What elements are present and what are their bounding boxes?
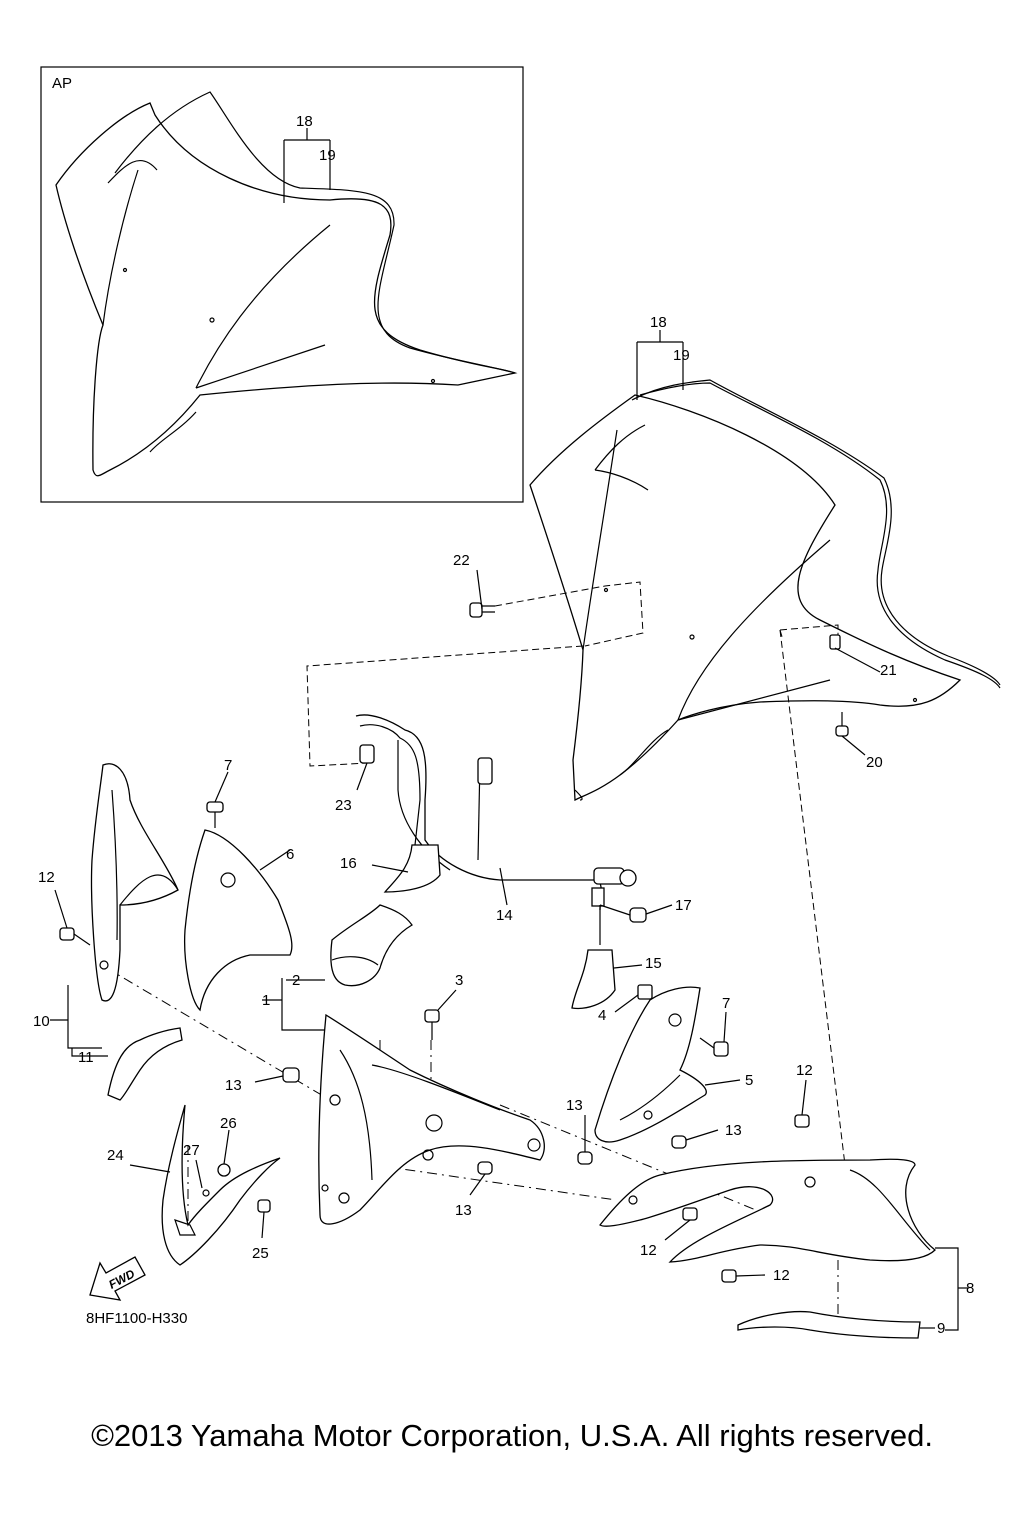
- callout-7-right: 7: [722, 995, 730, 1012]
- bolt-23[interactable]: 23: [335, 744, 375, 814]
- windscreen-assembly: 18 19: [529, 314, 1001, 802]
- callout-20: 20: [866, 754, 883, 771]
- bolt-12-upper-right[interactable]: 12: [794, 1062, 813, 1128]
- callout-16: 16: [340, 855, 357, 872]
- callout-12-lower: 12: [773, 1267, 790, 1284]
- callout-23: 23: [335, 797, 352, 814]
- callout-2: 2: [292, 972, 300, 989]
- callout-19-main: 19: [673, 347, 690, 364]
- screw-7-upper[interactable]: 7: [206, 757, 232, 828]
- collar-13-left[interactable]: 13: [225, 1067, 300, 1094]
- under-cowl-24[interactable]: 24: [107, 1104, 281, 1266]
- callout-13-left: 13: [225, 1077, 242, 1094]
- inset-windscreen[interactable]: [55, 102, 518, 477]
- callout-18-main: 18: [650, 314, 667, 331]
- callout-8: 8: [966, 1280, 974, 1297]
- callout-18: 18: [296, 113, 313, 130]
- bolt-20[interactable]: 20: [835, 712, 883, 771]
- parts-diagram: AP 18 19 18 19: [33, 66, 1001, 1339]
- callout-27: 27: [183, 1142, 200, 1159]
- windscreen[interactable]: [529, 394, 962, 802]
- inset-ap: AP 18 19: [40, 66, 524, 503]
- callout-6: 6: [286, 846, 294, 863]
- panel-2[interactable]: 2: [286, 904, 413, 989]
- screw-27[interactable]: 27: [183, 1142, 203, 1189]
- duct-11[interactable]: 11: [71, 1027, 183, 1101]
- panel-6[interactable]: 6: [184, 829, 295, 1012]
- cowling-1[interactable]: 1: [262, 978, 545, 1225]
- callout-3: 3: [455, 972, 463, 989]
- callout-21: 21: [880, 662, 897, 679]
- callout-22: 22: [453, 552, 470, 569]
- callout-9: 9: [937, 1320, 945, 1337]
- callout-12-left: 12: [38, 869, 55, 886]
- callout-7-upper: 7: [224, 757, 232, 774]
- bolt-21[interactable]: 21: [829, 634, 897, 679]
- callout-1: 1: [262, 992, 270, 1009]
- drawing-code: 8HF1100-H330: [86, 1310, 187, 1327]
- callout-24: 24: [107, 1147, 124, 1164]
- callout-12-upper-right: 12: [796, 1062, 813, 1079]
- bolt-12-mid[interactable]: 12: [640, 1207, 698, 1259]
- bolt-12-lower[interactable]: 12: [721, 1267, 790, 1284]
- callout-11: 11: [78, 1049, 94, 1066]
- screw-3[interactable]: 3: [424, 972, 463, 1040]
- grommet-15[interactable]: 15: [571, 905, 662, 1010]
- callout-12-mid: 12: [640, 1242, 657, 1259]
- callout-14: 14: [496, 907, 513, 924]
- bolt-17[interactable]: 17: [599, 897, 692, 923]
- callout-17: 17: [675, 897, 692, 914]
- callout-4: 4: [598, 1007, 606, 1024]
- trim-strip-9[interactable]: 9: [737, 1310, 945, 1339]
- copyright-notice: ©2013 Yamaha Motor Corporation, U.S.A. A…: [91, 1418, 933, 1453]
- collar-13-right[interactable]: 13: [671, 1122, 742, 1149]
- screw-7-right[interactable]: 7: [699, 995, 730, 1057]
- side-cowling-8[interactable]: 8: [599, 1158, 974, 1331]
- callout-10: 10: [33, 1013, 50, 1030]
- collar-13-bottom[interactable]: 13: [455, 1161, 493, 1219]
- bolt-22[interactable]: 22: [453, 552, 495, 618]
- bolt-12-left[interactable]: 12: [38, 869, 91, 946]
- bolt-25[interactable]: 25: [252, 1199, 271, 1262]
- nut-26[interactable]: 26: [217, 1115, 237, 1177]
- panel-5[interactable]: 5: [594, 986, 753, 1143]
- callout-26: 26: [220, 1115, 237, 1132]
- callout-15: 15: [645, 955, 662, 972]
- callout-13-right: 13: [725, 1122, 742, 1139]
- collar-13-center[interactable]: 13: [566, 1097, 593, 1165]
- callout-13-center: 13: [566, 1097, 583, 1114]
- callout-5: 5: [745, 1072, 753, 1089]
- clip-4[interactable]: 4: [598, 984, 653, 1024]
- fwd-arrow: FWD: [89, 1256, 146, 1301]
- grommet-16[interactable]: 16: [340, 844, 441, 893]
- callout-25: 25: [252, 1245, 269, 1262]
- duct-10[interactable]: 10: [33, 763, 179, 1049]
- callout-19: 19: [319, 147, 336, 164]
- callout-13-bottom: 13: [455, 1202, 472, 1219]
- inset-label: AP: [52, 75, 72, 92]
